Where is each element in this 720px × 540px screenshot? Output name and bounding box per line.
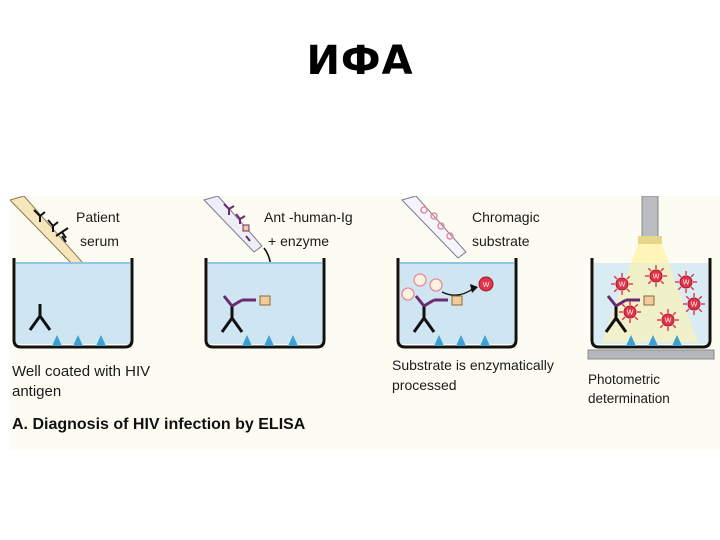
- panel-4-bottom-label-line2: determination: [588, 391, 670, 406]
- pipette-3: [401, 196, 467, 259]
- secondary-antibody: [222, 295, 256, 308]
- svg-text:W: W: [627, 310, 634, 317]
- glowing-product: W: [619, 301, 641, 323]
- enzyme: [259, 295, 271, 306]
- panel-3-pipette-label-line1: Chromagic: [472, 209, 540, 225]
- pipette-2: [203, 196, 263, 253]
- svg-text:W: W: [483, 282, 490, 289]
- glowing-product: W: [675, 271, 697, 293]
- hiv-antigen: [52, 335, 62, 346]
- svg-text:W: W: [619, 282, 626, 289]
- glowing-product: W: [657, 309, 679, 331]
- elisa-figure: W: [10, 196, 720, 450]
- panel-4-bottom-label-line1: Photometric: [588, 372, 661, 387]
- well-2: [204, 258, 326, 349]
- panel-2-pipette-label-line2: + enzyme: [268, 233, 330, 249]
- hiv-antigen: [96, 335, 106, 346]
- svg-text:W: W: [653, 274, 660, 281]
- elisa-diagram: W: [10, 196, 715, 360]
- panel-2-pipette-label-line1: Ant -human-Ig: [264, 209, 353, 225]
- colored-product: [478, 276, 494, 292]
- glowing-product: W: [645, 265, 667, 287]
- glowing-product: W: [683, 293, 705, 315]
- detector-plate: [587, 349, 715, 360]
- well-3: W: [396, 258, 518, 349]
- panel-1-bottom-label-line1: Well coated with HIV: [12, 363, 151, 380]
- slide-title: ИФА: [306, 38, 414, 84]
- panel-3-bottom-label-line2: processed: [392, 377, 457, 393]
- panel-2-anti-human-ig: [203, 196, 326, 349]
- glowing-product: W: [611, 273, 633, 295]
- panel-3-pipette-label-line2: substrate: [472, 233, 530, 249]
- figure-caption: A. Diagnosis of HIV infection by ELISA: [12, 416, 306, 433]
- svg-text:W: W: [691, 302, 698, 309]
- well-1: [12, 258, 134, 349]
- hiv-antigen: [73, 335, 83, 346]
- antibody: [28, 304, 52, 331]
- panel-3-chromagic-substrate: W: [396, 196, 518, 349]
- panel-1-pipette-label-line1: Patient: [76, 209, 120, 225]
- pipette-1: [10, 196, 83, 269]
- panel-1-bottom-label-line2: antigen: [12, 383, 62, 400]
- glowing-products: W W W W W W: [611, 265, 705, 331]
- svg-text:W: W: [665, 318, 672, 325]
- panel-3-bottom-label-line1: Substrate is enzymatically: [392, 357, 554, 373]
- panel-1-patient-serum: [10, 196, 134, 349]
- svg-text:W: W: [683, 280, 690, 287]
- panel-1-pipette-label-line2: serum: [80, 233, 119, 249]
